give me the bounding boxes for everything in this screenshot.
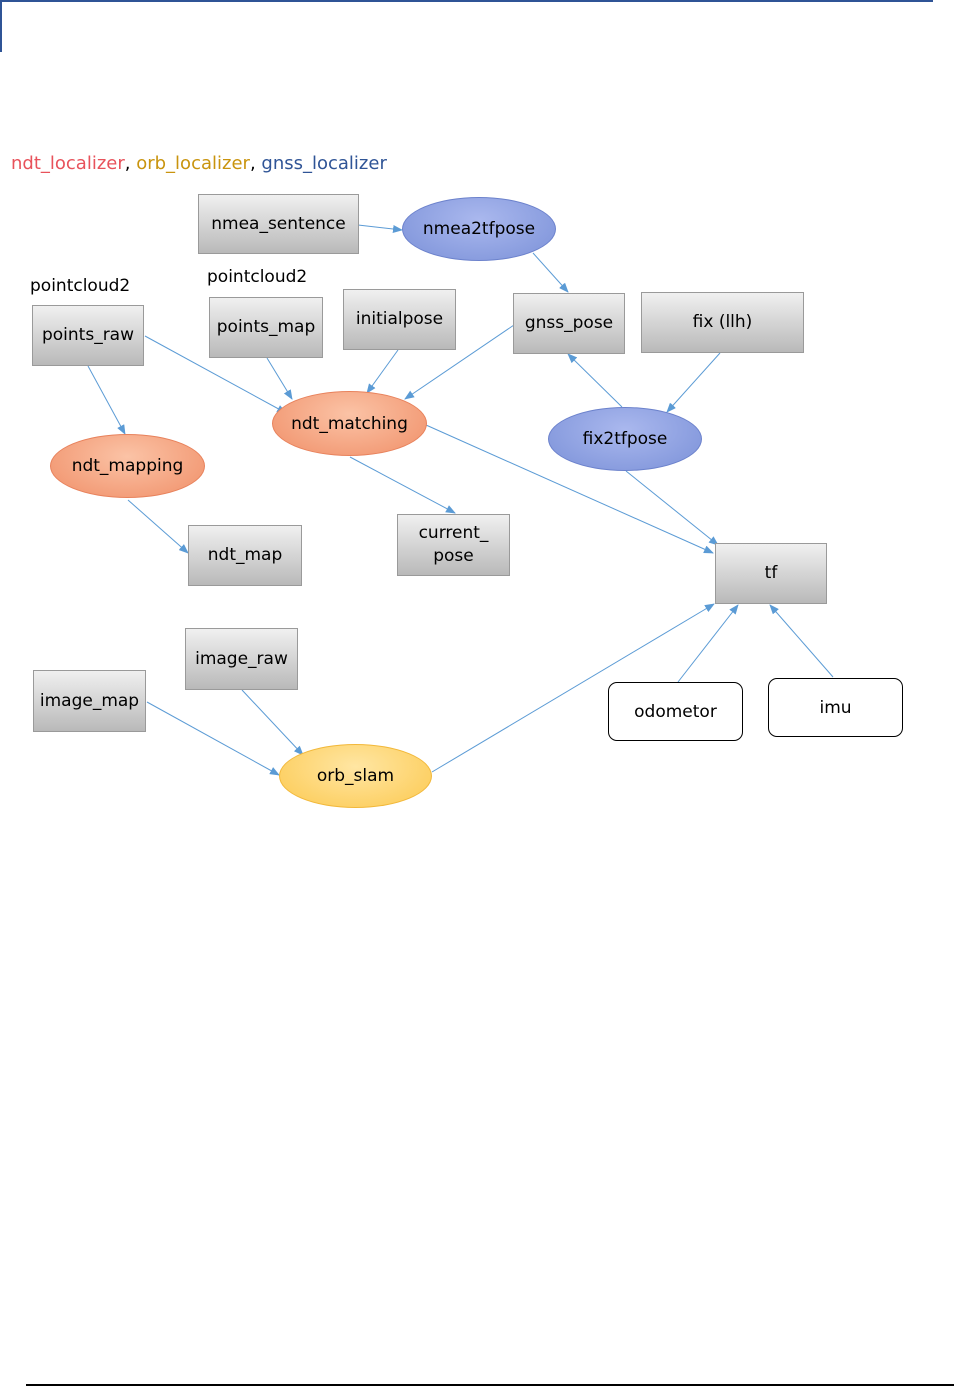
- edge-fix-to-fix2tfpose: [666, 352, 721, 413]
- edge-ndt-matching-to-current-pose: [349, 456, 456, 514]
- edge-ndt-mapping-to-ndt-map: [127, 499, 189, 554]
- topic-points-map: points_map: [209, 297, 323, 358]
- topic-initialpose: initialpose: [343, 289, 456, 350]
- topic-tf: tf: [715, 543, 827, 604]
- edge-image-map-to-orb-slam: [146, 701, 280, 776]
- node-orb-slam: orb_slam: [279, 744, 432, 808]
- source-odometor: odometor: [608, 682, 743, 741]
- footer-rule: [26, 1384, 954, 1386]
- edge-points-raw-to-ndt-matching: [144, 335, 287, 414]
- legend: ndt_localizer, orb_localizer, gnss_local…: [11, 153, 387, 174]
- topic-image-map: image_map: [33, 670, 146, 732]
- edge-nmea-sentence-to-nmea2tfpose: [357, 224, 403, 233]
- legend-orb-localizer: orb_localizer: [136, 153, 250, 174]
- topic-points-raw: points_raw: [32, 305, 144, 366]
- topic-ndt-map: ndt_map: [188, 525, 302, 586]
- edge-points-raw-to-ndt-mapping: [87, 365, 126, 435]
- edge-ndt-matching-to-tf: [425, 424, 714, 554]
- topic-fix-llh: fix (llh): [641, 292, 804, 353]
- topic-nmea-sentence: nmea_sentence: [198, 194, 359, 254]
- node-fix2tfpose: fix2tfpose: [548, 407, 702, 471]
- edge-odometor-to-tf: [677, 604, 739, 683]
- header-rule-horizontal: [0, 0, 933, 2]
- edge-imu-to-tf: [769, 604, 834, 678]
- legend-separator: ,: [249, 153, 262, 174]
- legend-ndt-localizer: ndt_localizer: [11, 153, 125, 174]
- node-ndt-mapping: ndt_mapping: [50, 434, 205, 498]
- topic-gnss-pose: gnss_pose: [513, 293, 625, 354]
- source-imu: imu: [768, 678, 903, 737]
- edge-initialpose-to-ndt-matching: [366, 349, 399, 394]
- edge-fix2tfpose-to-gnss-pose: [567, 353, 623, 408]
- pointcloud2-label: pointcloud2: [207, 267, 308, 287]
- edge-orb-slam-to-tf: [431, 603, 715, 773]
- edge-points-map-to-ndt-matching: [266, 357, 293, 400]
- topic-image-raw: image_raw: [185, 628, 298, 690]
- node-ndt-matching: ndt_matching: [272, 391, 427, 456]
- edge-gnss-pose-to-ndt-matching: [404, 324, 515, 400]
- legend-gnss-localizer: gnss_localizer: [261, 153, 387, 174]
- node-nmea2tfpose: nmea2tfpose: [402, 197, 556, 261]
- header-rule-vertical: [0, 0, 2, 52]
- edge-image-raw-to-orb-slam: [241, 689, 304, 756]
- topic-current-pose: current_ pose: [397, 514, 510, 576]
- pointcloud2-label: pointcloud2: [30, 276, 131, 296]
- edge-fix2tfpose-to-tf: [625, 470, 719, 546]
- legend-separator: ,: [124, 153, 137, 174]
- edge-nmea2tfpose-to-gnss-pose: [532, 252, 569, 293]
